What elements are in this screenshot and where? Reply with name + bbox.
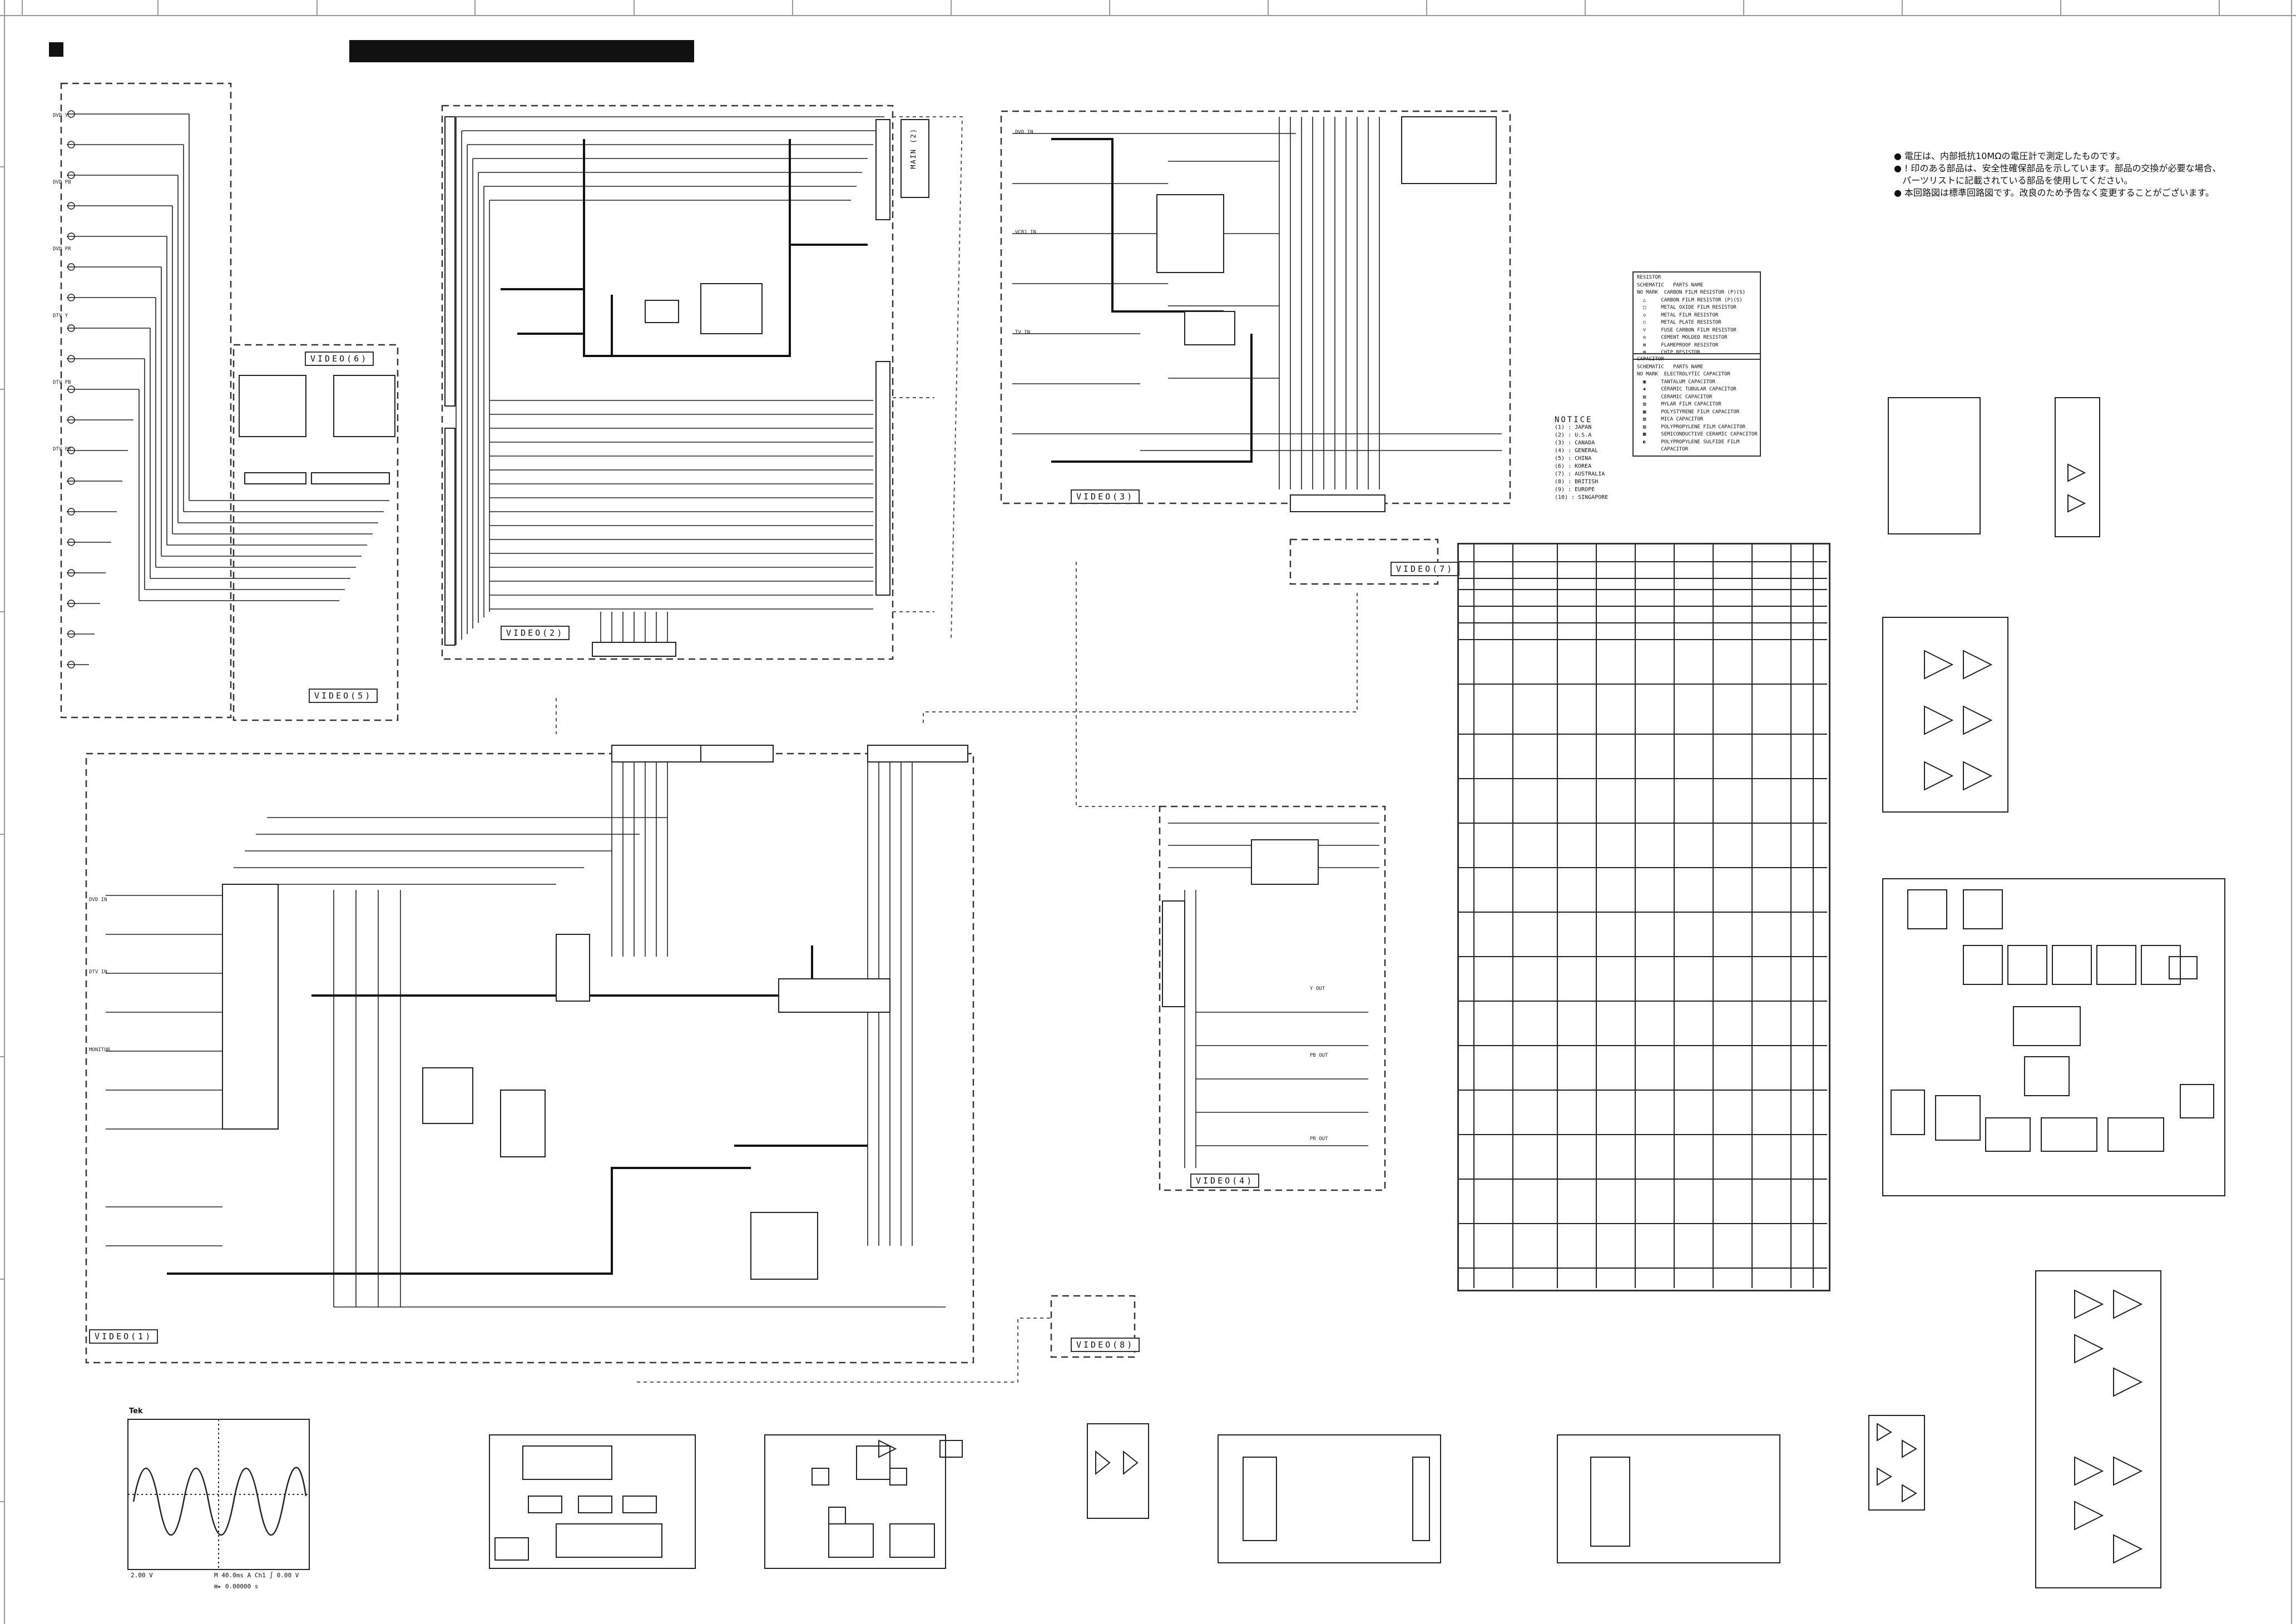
svg-text:DVD PB: DVD PB — [53, 180, 71, 185]
scope-bottom-readout: ⊞▸ 0.00000 s — [214, 1583, 259, 1590]
board-label-video3: VIDEO(3) — [1071, 489, 1140, 504]
svg-text:TV IN: TV IN — [1015, 330, 1030, 335]
ic-video3 — [1156, 116, 1497, 512]
notice-block: NOTICE(1) : JAPAN (2) : U.S.A (3) : CANADA… — [1555, 416, 1608, 502]
notice-line: (2) : U.S.A — [1555, 432, 1592, 438]
title-bar — [349, 40, 694, 62]
notice-line: (10) : SINGAPORE — [1555, 494, 1609, 501]
frame-ticks — [0, 0, 2220, 1502]
wires-video3 — [1012, 117, 1502, 489]
resistor-legend: RESISTOR SCHEMATIC PARTS NAME NO MARK CA… — [1632, 271, 1761, 360]
board-label-video2: VIDEO(2) — [501, 626, 570, 640]
svg-text:DTV PR: DTV PR — [53, 447, 71, 452]
table-grid — [1457, 543, 1827, 1288]
note-line: ● 本回路図は標準回路図です。改良のため予告なく変更することがございます。 — [1894, 187, 2214, 198]
rotated-board-label: MAIN (2) — [909, 128, 917, 169]
ic-pinout-top — [1888, 397, 2100, 537]
scope-channel-readout: 2.00 V — [131, 1572, 153, 1579]
ic-video4 — [1162, 839, 1319, 1007]
note-line: パーツリストに記載されている部品を使用してください。 — [1894, 175, 2133, 186]
notice-title: NOTICE — [1555, 415, 1593, 424]
connectors-video6 — [239, 375, 395, 484]
svg-text:DVD Y: DVD Y — [53, 113, 68, 118]
notice-line: (6) : KOREA — [1555, 463, 1592, 469]
svg-text:DVD IN: DVD IN — [1015, 130, 1033, 135]
board-outlines — [60, 82, 1511, 1364]
oscilloscope — [127, 1419, 310, 1570]
note-line: ● ! 印のある部品は、安全性確保部品を示しています。部品の交換が必要な場合、 — [1894, 163, 2221, 174]
bottom-ic-diagrams — [489, 1415, 1925, 1569]
parts-variation-table — [1457, 543, 1830, 1291]
ic-quad-amp — [2035, 1270, 2161, 1588]
capacitor-legend: CAPACITOR SCHEMATIC PARTS NAME NO MARK E… — [1632, 353, 1761, 457]
svg-text:DTV IN: DTV IN — [89, 969, 107, 975]
board-label-video5: VIDEO(5) — [309, 689, 378, 703]
inter-board-links — [556, 116, 1358, 1383]
notice-line: (1) : JAPAN — [1555, 424, 1592, 430]
svg-text:DVD PR: DVD PR — [53, 246, 71, 252]
notice-line: (8) : BRITISH — [1555, 479, 1599, 485]
notice-line: (4) : GENERAL — [1555, 448, 1599, 454]
section-marker — [49, 42, 63, 57]
svg-text:PR OUT: PR OUT — [1310, 1136, 1328, 1142]
svg-text:Y OUT: Y OUT — [1310, 986, 1325, 992]
bus-video2 — [501, 139, 868, 357]
wires-video2 — [456, 116, 884, 645]
notes-block: ● 電圧は、内部抵抗10MΩの電圧計で測定したものです。 ● ! 印のある部品は、… — [1894, 150, 2221, 199]
scope-time-readout: M 40.0ms A Ch1 ∫ 0.00 V — [214, 1572, 299, 1579]
svg-text:DTV Y: DTV Y — [53, 313, 68, 319]
ic-video2 — [444, 116, 929, 657]
board-label-video1: VIDEO(1) — [89, 1329, 159, 1344]
net-labels: DVD Y DVD PB DVD PR DTV Y DTV PB DTV PR DVD … — [53, 113, 1328, 1142]
svg-text:VCR1 IN: VCR1 IN — [1015, 230, 1036, 235]
board-label-video6: VIDEO(6) — [305, 351, 374, 366]
ic-video1 — [222, 745, 968, 1280]
note-line: ● 電圧は、内部抵抗10MΩの電圧計で測定したものです。 — [1894, 151, 2125, 161]
board-label-video7: VIDEO(7) — [1391, 562, 1460, 576]
notice-line: (3) : CANADA — [1555, 440, 1595, 446]
wires-video5 — [67, 113, 389, 665]
notice-line: (9) : EUROPE — [1555, 487, 1595, 493]
jacks-video5 — [67, 110, 75, 669]
board-label-video4: VIDEO(4) — [1190, 1174, 1260, 1188]
scope-brand: Tek — [129, 1407, 143, 1415]
notice-line: (5) : CHINA — [1555, 455, 1592, 462]
ic-pinout-dualopamp — [1882, 617, 2008, 813]
svg-text:DVD IN: DVD IN — [89, 897, 107, 903]
svg-text:DTV PB: DTV PB — [53, 380, 71, 385]
notice-line: (7) : AUSTRALIA — [1555, 471, 1605, 477]
bus-video3 — [1051, 138, 1253, 463]
svg-text:PB OUT: PB OUT — [1310, 1053, 1328, 1058]
ic-blockdiagram-large — [1882, 878, 2225, 1196]
board-label-video8: VIDEO(8) — [1071, 1338, 1140, 1352]
svg-text:MONITOR: MONITOR — [89, 1047, 111, 1053]
